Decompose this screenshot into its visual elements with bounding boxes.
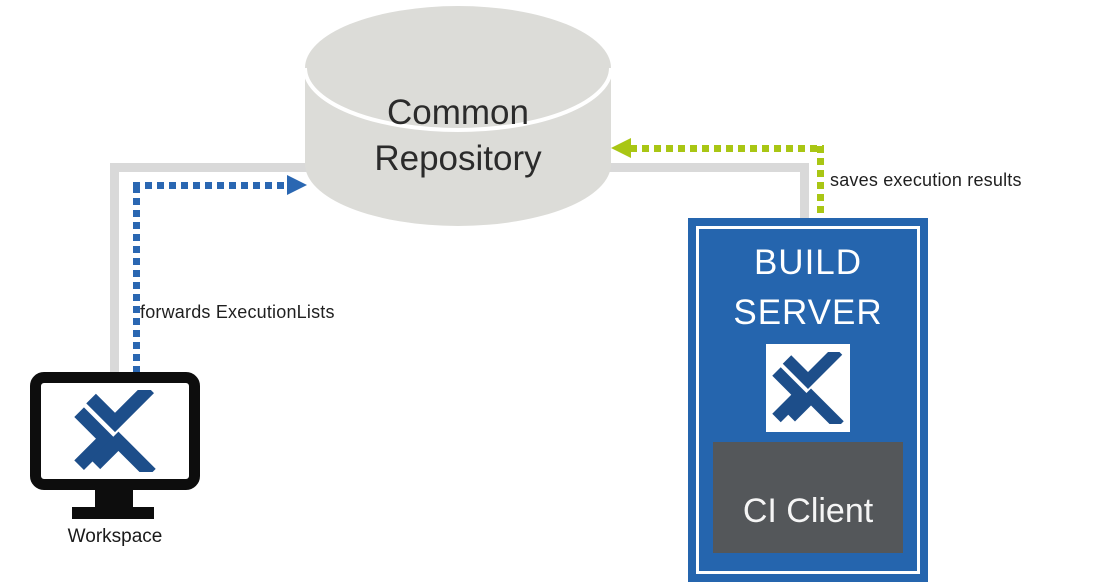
arrow-saves-vertical-segment xyxy=(817,146,824,218)
arrow-saves-horizontal-segment xyxy=(630,145,824,152)
monitor-stand-base xyxy=(72,507,154,519)
repository-label: Common Repository xyxy=(305,90,611,182)
build-server-inner-border xyxy=(696,226,920,574)
ci-client-box: CI Client xyxy=(713,442,903,553)
build-server-title-line1: BUILD xyxy=(753,243,863,282)
ci-client-label: CI Client xyxy=(742,492,874,530)
repository-label-line1: Common xyxy=(387,93,529,132)
monitor-stand-neck xyxy=(95,490,133,508)
connector-buildserver-repository-vertical xyxy=(800,163,809,219)
edge-label-saves-execution-results: saves execution results xyxy=(830,170,1022,190)
connector-buildserver-repository-horizontal xyxy=(608,163,809,172)
tosca-logo-icon xyxy=(772,352,844,424)
tosca-logo-icon xyxy=(74,390,156,472)
build-server-title-line2: SERVER xyxy=(733,293,883,332)
database-cylinder xyxy=(305,6,611,226)
arrow-forwards-horizontal-segment xyxy=(133,182,288,189)
arrow-forwards-arrowhead-icon xyxy=(287,175,307,195)
build-server-box: BUILD SERVER CI Client xyxy=(688,218,928,582)
workspace-label: Workspace xyxy=(67,526,163,547)
connector-workspace-repository-vertical xyxy=(110,163,119,372)
build-server-title: BUILD SERVER xyxy=(688,238,928,338)
repository-label-line2: Repository xyxy=(374,139,542,178)
workspace-monitor-icon xyxy=(30,372,200,490)
connector-workspace-repository-horizontal xyxy=(110,163,310,172)
edge-label-forwards-executionlists: forwards ExecutionLists xyxy=(140,302,335,322)
arrow-saves-arrowhead-icon xyxy=(611,138,631,158)
build-server-logo-tile xyxy=(766,344,850,432)
arrow-forwards-vertical-segment xyxy=(133,186,140,372)
